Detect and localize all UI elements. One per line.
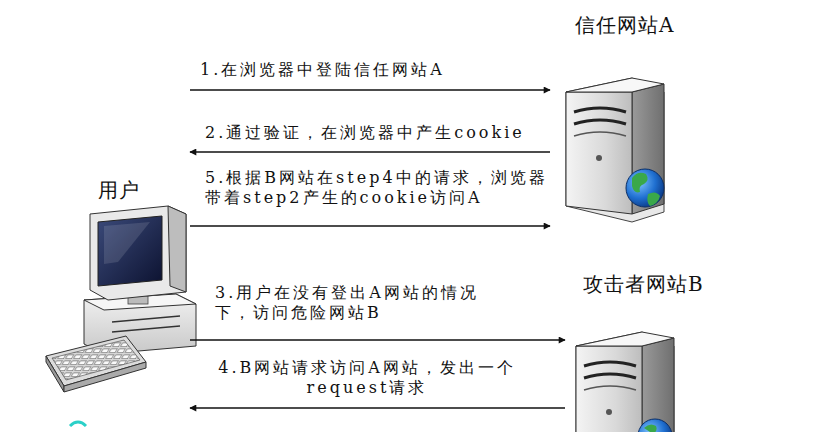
node-label: 攻击者网站B [583,272,704,296]
server-b [576,332,674,432]
arrow-connector [190,407,565,408]
server-node: 信任网站A [550,5,725,245]
node-label: 信任网站A [575,13,674,37]
edge-label: 2.通过验证，在浏览器中产生cookie [205,123,565,143]
edge-label: 5.根据B网站在step4中的请求，浏览器带着step2产生的cookie访问A [205,168,555,208]
server-node: 用户 [40,60,190,430]
edge-label: 3.用户在没有登出A网站的情况下，访问危险网站B [215,283,490,323]
server-node: 攻击者网站B [565,262,735,432]
edge-label: 1.在浏览器中登陆信任网站A [200,60,560,80]
server-a [566,78,664,222]
arrow-connector [190,339,565,340]
node-label: 用户 [98,178,140,202]
edge-label: 4.B网站请求访问A网站，发出一个request请求 [212,358,522,398]
arrow-connector [190,151,550,152]
user-computer [46,206,196,426]
arrow-connector [190,89,550,90]
arrow-connector [190,225,550,226]
